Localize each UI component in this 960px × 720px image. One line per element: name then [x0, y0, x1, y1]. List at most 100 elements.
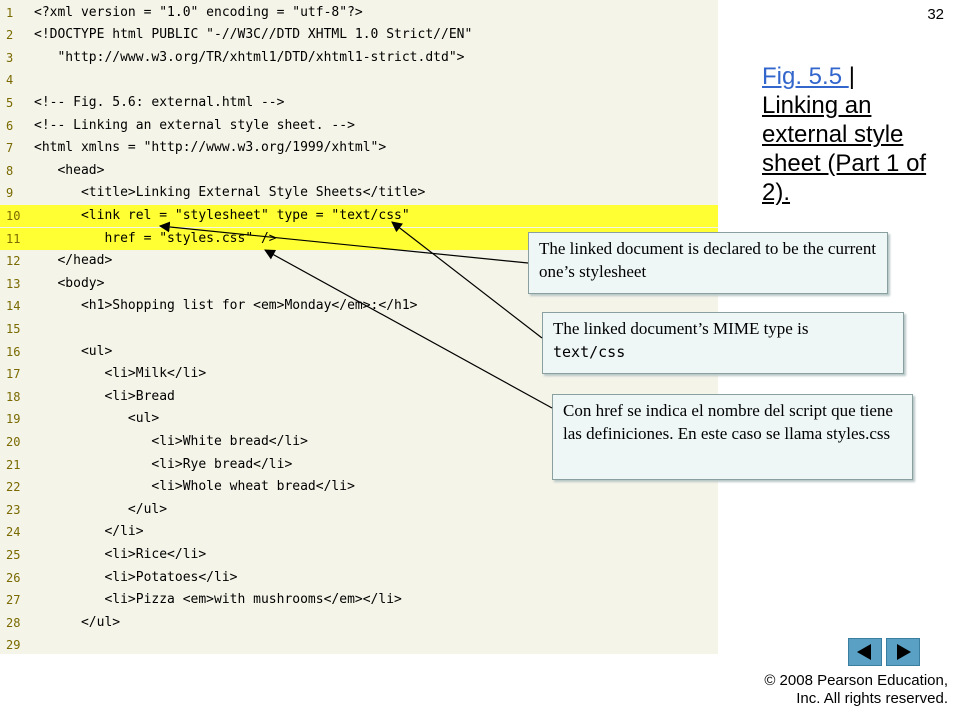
code-text: <body>: [34, 275, 105, 291]
line-number: 19: [6, 412, 21, 427]
copyright: © 2008 Pearson Education, Inc. All right…: [764, 672, 948, 708]
code-line: 25 <li>Rice</li>: [0, 544, 718, 567]
code-line: 15: [0, 318, 718, 341]
arrow-rel: [158, 221, 529, 264]
figure-caption: Linking an external style sheet (Part 1 …: [762, 92, 927, 206]
line-number: 2: [6, 28, 14, 43]
line-number: 22: [6, 480, 21, 495]
code-text: <li>Rye bread</li>: [34, 456, 293, 472]
code-line: 17 <li>Milk</li>: [0, 363, 718, 386]
code-text: <ul>: [34, 343, 113, 359]
code-line: 7 <html xmlns = "http://www.w3.org/1999/x…: [0, 137, 718, 160]
line-number: 9: [6, 186, 14, 201]
callout-type: The linked document’s MIME type is text/…: [542, 312, 904, 374]
copyright-symbol-icon: ©: [764, 672, 776, 689]
line-number: 6: [6, 118, 14, 133]
copyright-line1: 2008 Pearson Education,: [775, 672, 948, 689]
code-line: 9 <title>Linking External Style Sheets</…: [0, 182, 718, 205]
code-line: 22 <li>Whole wheat bread</li>: [0, 476, 718, 499]
line-number: 11: [6, 231, 21, 246]
line-number: 13: [6, 276, 21, 291]
code-text: <li>Pizza <em>with mushrooms</em></li>: [34, 592, 402, 608]
arrow-type: [391, 221, 543, 339]
callout-href: Con href se indica el nombre del script …: [552, 394, 913, 480]
code-line: 12 </head>: [0, 250, 718, 273]
code-line: 1 <?xml version = "1.0" encoding = "utf-8…: [0, 2, 718, 25]
line-number: 28: [6, 615, 21, 630]
line-number: 4: [6, 73, 14, 88]
code-line: 23 </ul>: [0, 499, 718, 522]
figure-link[interactable]: Fig. 5.5: [762, 63, 849, 90]
code-line: 4: [0, 69, 718, 92]
figure-title: Fig. 5.5 | Linking an external style she…: [762, 62, 942, 207]
code-line: 6 <!-- Linking an external style sheet. -…: [0, 115, 718, 138]
code-line: 28 </ul>: [0, 612, 718, 635]
line-number: 10: [6, 208, 21, 223]
code-line: 14 <h1>Shopping list for <em>Monday</em>…: [0, 295, 718, 318]
line-number: 3: [6, 50, 14, 65]
line-number: 23: [6, 502, 21, 517]
callout-type-text: The linked document’s MIME type is: [553, 319, 809, 338]
code-text: <li>White bread</li>: [34, 433, 308, 449]
code-text: href = "styles.css" />: [34, 230, 277, 246]
code-line: 29: [0, 634, 718, 657]
next-slide-button[interactable]: [886, 638, 920, 666]
callout-rel: The linked document is declared to be th…: [528, 232, 888, 294]
line-number: 7: [6, 141, 14, 156]
code-line: 8 <head>: [0, 160, 718, 183]
line-number: 21: [6, 457, 21, 472]
code-text: "http://www.w3.org/TR/xhtml1/DTD/xhtml1-…: [34, 49, 465, 65]
code-text: <!-- Linking an external style sheet. --…: [34, 117, 355, 133]
line-number: 17: [6, 367, 21, 382]
line-number: 27: [6, 593, 21, 608]
code-text: <link rel = "stylesheet" type = "text/cs…: [34, 207, 410, 223]
code-text: </ul>: [34, 501, 168, 517]
code-text: </head>: [34, 253, 113, 269]
code-line: 24 </li>: [0, 521, 718, 544]
code-text: <ul>: [34, 411, 160, 427]
code-line: 26 <li>Potatoes</li>: [0, 567, 718, 590]
code-line: 19 <ul>: [0, 408, 718, 431]
code-text: <head>: [34, 162, 105, 178]
code-line: 20 <li>White bread</li>: [0, 431, 718, 454]
line-number: 14: [6, 299, 21, 314]
line-number: 1: [6, 5, 14, 20]
code-text: <h1>Shopping list for <em>Monday</em>:</…: [34, 298, 418, 314]
code-line: 16 <ul>: [0, 341, 718, 364]
code-text: <!DOCTYPE html PUBLIC "-//W3C//DTD XHTML…: [34, 27, 473, 43]
code-line: 27 <li>Pizza <em>with mushrooms</em></li…: [0, 589, 718, 612]
code-line: 2 <!DOCTYPE html PUBLIC "-//W3C//DTD XHTM…: [0, 24, 718, 47]
previous-slide-button[interactable]: [848, 638, 882, 666]
arrow-href: [264, 249, 553, 409]
code-line: 3 "http://www.w3.org/TR/xhtml1/DTD/xhtml…: [0, 47, 718, 70]
code-text: <li>Milk</li>: [34, 366, 207, 382]
code-text: </ul>: [34, 614, 121, 630]
line-number: 12: [6, 254, 21, 269]
code-text: <!-- Fig. 5.6: external.html -->: [34, 94, 285, 110]
code-text: </li>: [34, 524, 144, 540]
code-line: 10 <link rel = "stylesheet" type = "text…: [0, 204, 718, 228]
line-number: 8: [6, 163, 14, 178]
copyright-line2: Inc. All rights reserved.: [796, 690, 948, 707]
page-number: 32: [927, 6, 944, 23]
callout-type-mime: text/css: [553, 343, 626, 361]
line-number: 26: [6, 570, 21, 585]
code-text: <li>Rice</li>: [34, 546, 207, 562]
code-line: 13 <body>: [0, 273, 718, 296]
line-number: 16: [6, 344, 21, 359]
line-number: 25: [6, 547, 21, 562]
code-line: 5 <!-- Fig. 5.6: external.html -->: [0, 92, 718, 115]
code-text: <html xmlns = "http://www.w3.org/1999/xh…: [34, 140, 387, 156]
line-number: 15: [6, 321, 21, 336]
code-text: <title>Linking External Style Sheets</ti…: [34, 185, 426, 201]
code-text: <li>Bread: [34, 388, 175, 404]
code-text: <li>Whole wheat bread</li>: [34, 479, 355, 495]
figure-separator: |: [848, 63, 855, 90]
line-number: 20: [6, 434, 21, 449]
code-line: 21 <li>Rye bread</li>: [0, 454, 718, 477]
line-number: 29: [6, 638, 21, 653]
code-line: 18 <li>Bread: [0, 386, 718, 409]
line-number: 5: [6, 95, 14, 110]
code-text: <?xml version = "1.0" encoding = "utf-8"…: [34, 4, 363, 20]
